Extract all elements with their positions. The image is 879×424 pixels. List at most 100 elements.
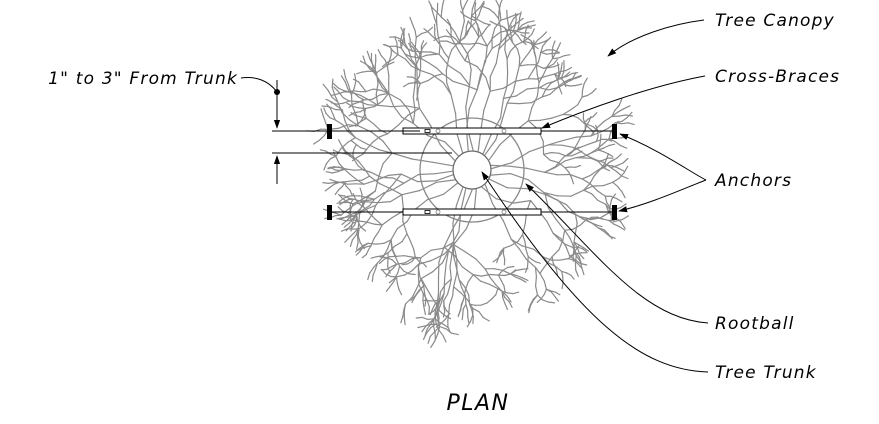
canopy-branch-segment xyxy=(360,188,362,194)
canopy-branch-segment xyxy=(391,195,402,202)
canopy-branch-segment xyxy=(388,59,394,62)
canopy-branch-segment xyxy=(330,156,336,159)
canopy-branch-segment xyxy=(609,144,615,145)
canopy-branch-segment xyxy=(364,180,376,184)
canopy-branch-segment xyxy=(329,183,335,184)
canopy-branch-segment xyxy=(511,242,518,246)
canopy-branch-segment xyxy=(600,140,601,145)
canopy-branch-segment xyxy=(423,43,427,47)
canopy-branch-segment xyxy=(395,46,401,48)
canopy-branch-segment xyxy=(623,159,628,164)
canopy-branch-segment xyxy=(576,84,582,85)
canopy-branch-segment xyxy=(505,50,507,59)
canopy-branch-segment xyxy=(400,100,409,110)
canopy-branch-segment xyxy=(388,125,399,134)
canopy-branch-segment xyxy=(617,199,622,202)
canopy-branch-segment xyxy=(597,122,604,129)
canopy-branch-segment xyxy=(362,255,366,258)
canopy-branch-segment xyxy=(357,72,362,74)
canopy-branch-segment xyxy=(445,265,446,279)
canopy-branch-segment xyxy=(474,190,476,211)
canopy-branch-segment xyxy=(419,174,436,175)
canopy-branch-segment xyxy=(402,264,407,265)
canopy-branch-segment xyxy=(422,327,426,332)
canopy-branch-segment xyxy=(548,302,554,303)
canopy-branch-segment xyxy=(524,42,529,43)
canopy-branch-segment xyxy=(326,99,332,102)
canopy-branch-segment xyxy=(490,63,496,76)
canopy-branch-segment xyxy=(394,106,402,117)
tree-trunk-circle xyxy=(453,151,491,189)
canopy-branch-segment xyxy=(388,174,401,175)
canopy-branch-segment xyxy=(366,250,368,255)
canopy-branch-segment xyxy=(403,310,404,316)
canopy-branch-segment xyxy=(562,137,576,141)
canopy-branch-segment xyxy=(449,66,461,74)
canopy-branch-segment xyxy=(604,146,609,149)
canopy-branch-segment xyxy=(387,66,388,75)
canopy-branch-segment xyxy=(426,55,432,56)
canopy-branch-segment xyxy=(537,83,539,96)
canopy-branch-segment xyxy=(395,37,400,39)
canopy-branch-segment xyxy=(608,154,613,157)
canopy-branch-segment xyxy=(439,330,443,336)
canopy-branch-segment xyxy=(372,137,379,143)
canopy-branch-segment xyxy=(320,150,326,151)
canopy-branch-segment xyxy=(374,232,378,238)
canopy-branch-segment xyxy=(563,114,571,115)
canopy-branch-segment xyxy=(450,267,451,279)
canopy-branch-segment xyxy=(350,204,351,209)
canopy-branch-segment xyxy=(534,52,536,58)
upper-brace-node-right xyxy=(502,129,506,133)
canopy-branch-segment xyxy=(337,158,340,164)
canopy-branch-segment xyxy=(472,2,474,9)
canopy-branch-segment xyxy=(478,31,479,37)
canopy-branch-segment xyxy=(509,302,512,308)
canopy-branch-segment xyxy=(564,85,570,87)
canopy-branch-segment xyxy=(508,267,514,268)
canopy-branch-segment xyxy=(425,293,426,300)
canopy-branch-segment xyxy=(431,341,435,347)
canopy-branch-segment xyxy=(565,158,576,161)
canopy-branch-segment xyxy=(484,91,490,110)
canopy-branch-segment xyxy=(428,27,433,31)
upper-brace-clip xyxy=(425,130,430,133)
canopy-branch-segment xyxy=(409,274,415,275)
canopy-branch-segment xyxy=(597,191,605,196)
canopy-branch-segment xyxy=(537,75,539,83)
canopy-branch-segment xyxy=(481,303,486,305)
canopy-branch-segment xyxy=(366,89,374,92)
canopy-branch-segment xyxy=(394,183,404,189)
canopy-branch-segment xyxy=(494,13,498,19)
canopy-branch-segment xyxy=(540,84,547,88)
canopy-branch-segment xyxy=(490,275,499,276)
canopy-branch-segment xyxy=(603,182,613,185)
canopy-branch-segment xyxy=(520,12,522,18)
canopy-branch-segment xyxy=(475,0,477,2)
canopy-branch-segment xyxy=(516,89,527,96)
canopy-branch-segment xyxy=(611,158,617,161)
canopy-branch-segment xyxy=(606,165,613,166)
canopy-branch-segment xyxy=(516,42,523,45)
canopy-branch-segment xyxy=(614,224,620,227)
canopy-branch-segment xyxy=(528,108,531,121)
canopy-branch-segment xyxy=(436,68,443,74)
canopy-branch-segment xyxy=(398,266,400,273)
canopy-branch-segment xyxy=(582,175,590,179)
canopy-branch-segment xyxy=(581,144,589,147)
canopy-branch-segment xyxy=(507,59,508,72)
canopy-branch-segment xyxy=(505,274,511,276)
anchors-leader-upper xyxy=(620,134,706,180)
canopy-branch-segment xyxy=(558,56,564,58)
canopy-branch-segment xyxy=(536,262,540,263)
canopy-branch-segment xyxy=(475,3,476,9)
canopy-branch-segment xyxy=(324,108,326,114)
cross-braces-label: Cross-Braces xyxy=(715,67,840,87)
canopy-branch-segment xyxy=(380,134,388,137)
lower-brace-node-left xyxy=(436,210,440,214)
canopy-branch-segment xyxy=(467,26,471,35)
canopy-branch-segment xyxy=(503,254,504,259)
canopy-branch-segment xyxy=(483,28,486,33)
canopy-branch-segment xyxy=(457,134,463,153)
canopy-branch-segment xyxy=(449,50,452,59)
